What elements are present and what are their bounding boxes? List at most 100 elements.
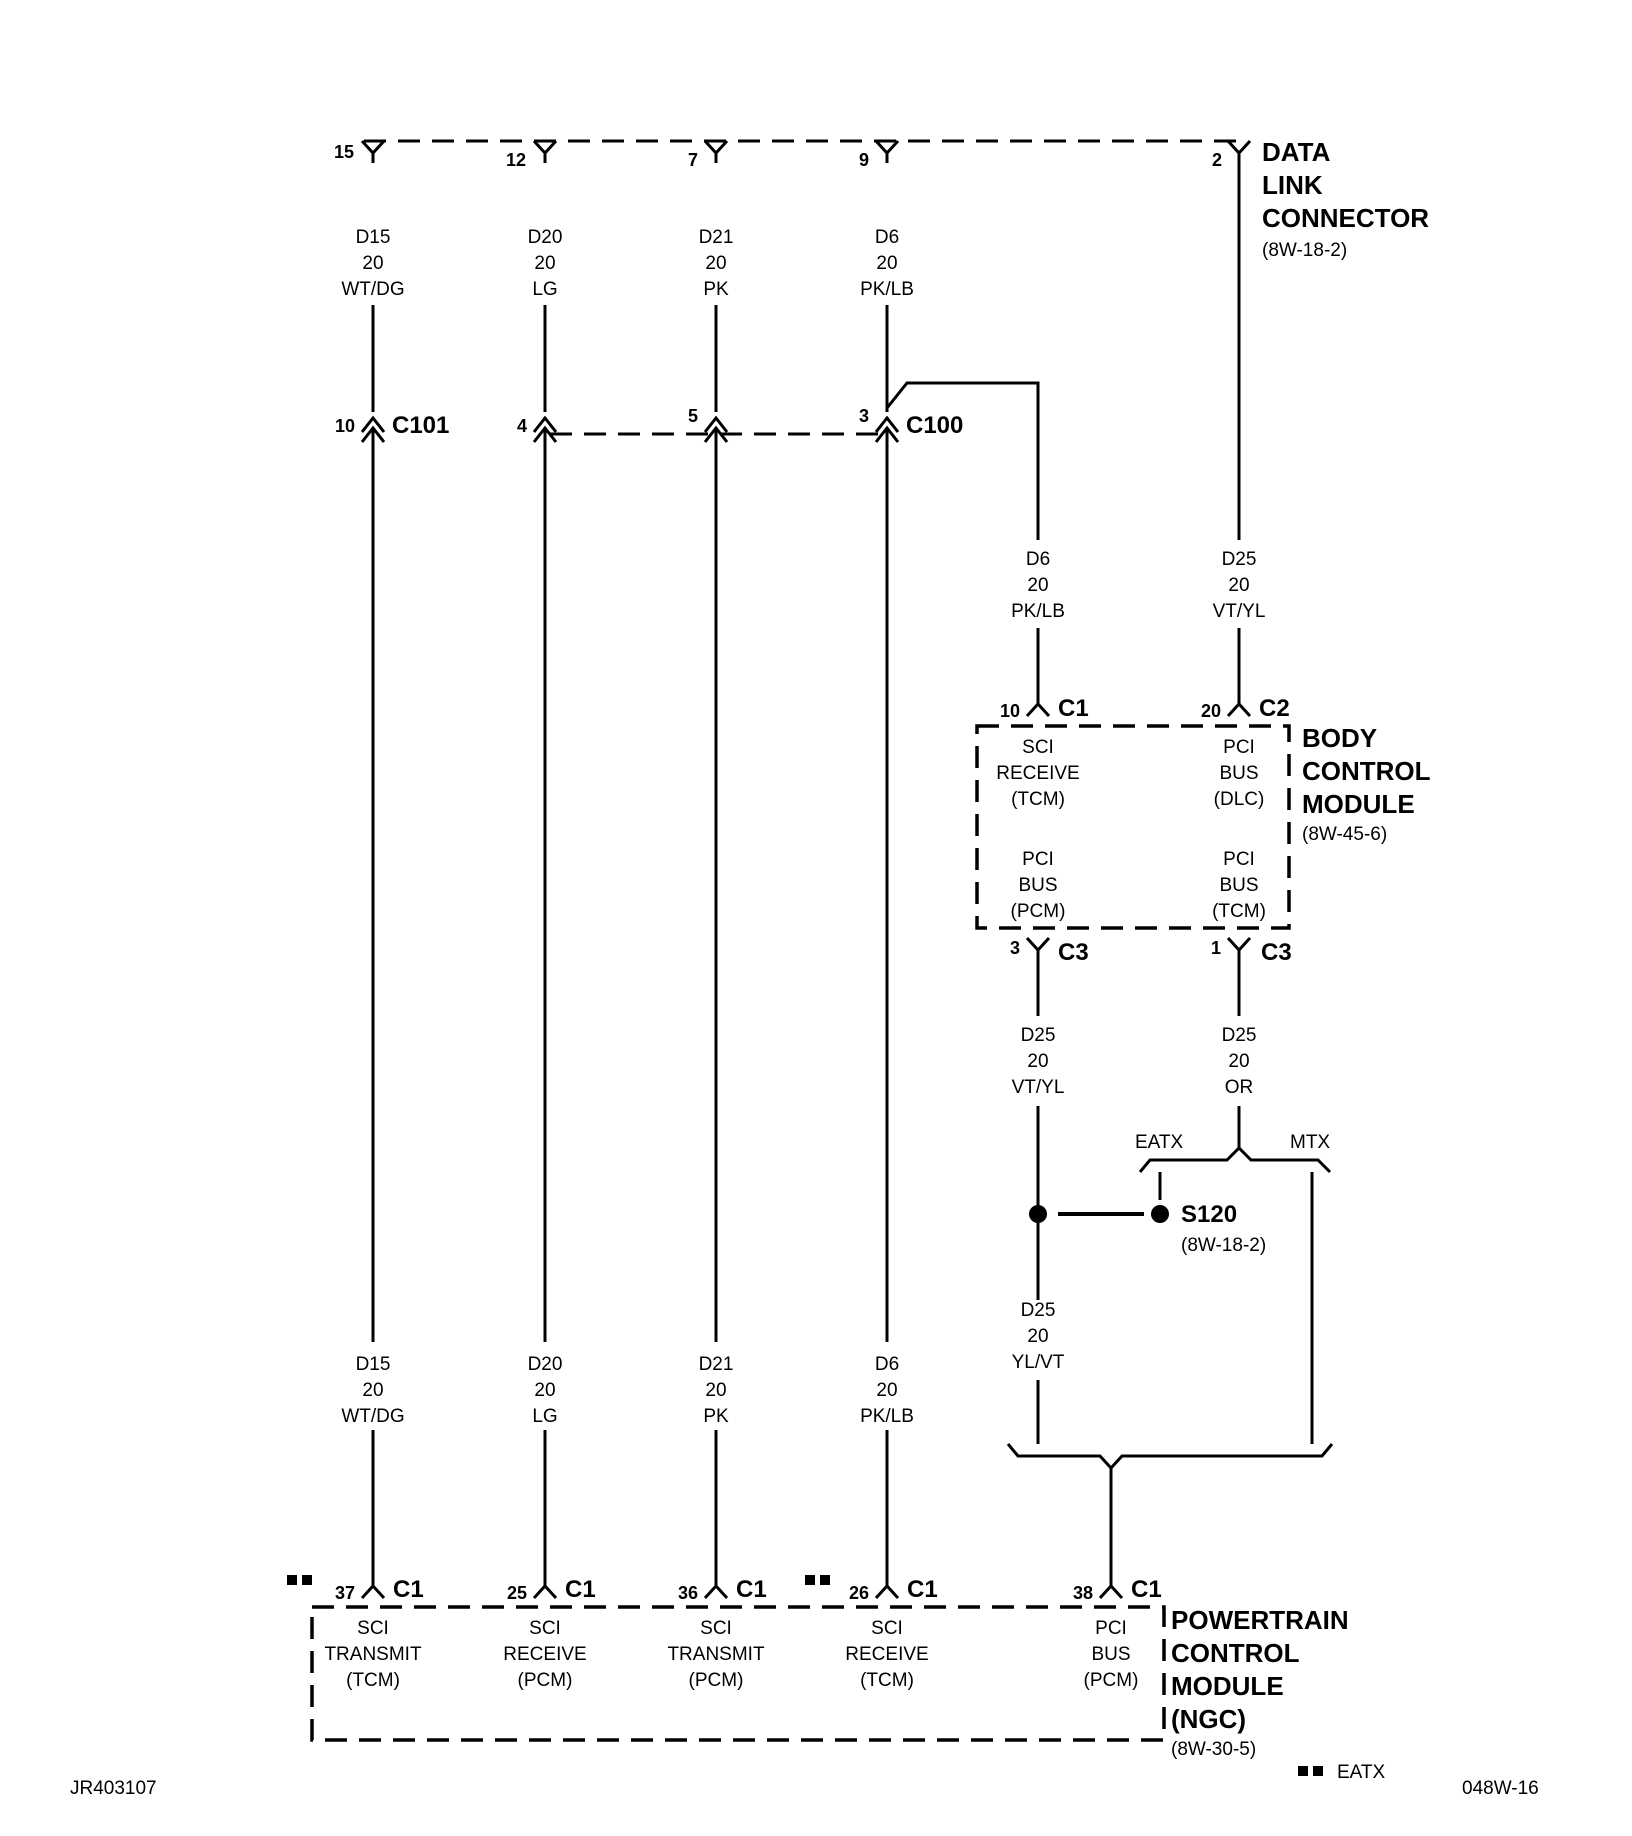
wire-label-circuit: D21 [699, 227, 734, 248]
bcm-terminal-top-right [1226, 701, 1252, 718]
bottom-wire-labels: D15 20 WT/DG D20 20 LG D21 20 PK D6 20 P… [341, 1354, 914, 1427]
pcm-func-text: PCI [1095, 1618, 1127, 1639]
pcm-box [310, 1605, 1166, 1742]
pcm-terminal-25 [532, 1583, 558, 1600]
dlc-pin-9: 9 [859, 150, 869, 170]
figure-id-right: 048W-16 [1462, 1778, 1539, 1799]
bcm-terminal-bottom-left [1025, 936, 1051, 962]
eatx-marker [287, 1575, 297, 1585]
wire-label-gauge: 20 [1027, 1326, 1048, 1347]
wire-label-circuit: D6 [1026, 549, 1050, 570]
pcm-terminal-36 [703, 1583, 729, 1600]
wire-label-circuit: D25 [1222, 549, 1257, 570]
bcm-func-text: (TCM) [1212, 901, 1266, 922]
option-mtx-label: MTX [1290, 1132, 1330, 1153]
bcm-func-text: PCI [1022, 849, 1054, 870]
bcm-title-3: MODULE [1302, 789, 1415, 819]
splice-name: S120 [1181, 1201, 1237, 1228]
splice-ref: (8W-18-2) [1181, 1235, 1266, 1256]
data-link-connector: 15 12 7 9 2 DATA LINK CONNECTOR (8W-18-2… [334, 137, 1429, 261]
wire-label-circuit: D15 [356, 227, 391, 248]
bcm-pin-10: 10 [1000, 701, 1020, 721]
c100-pin-3: 3 [859, 406, 869, 426]
pcm-func-text: SCI [357, 1618, 389, 1639]
pcm-terminal-38 [1098, 1583, 1124, 1600]
wire-label-color: LG [532, 1406, 557, 1427]
wire-label-gauge: 20 [534, 253, 555, 274]
splice-node-left [1029, 1205, 1047, 1223]
pcm-func-text: BUS [1091, 1644, 1130, 1665]
bcm-box [975, 724, 1291, 930]
wire-label-gauge: 20 [876, 253, 897, 274]
top-wire-labels: D15 20 WT/DG D20 20 LG D21 20 PK D6 20 P… [341, 227, 914, 300]
wire-label-color: PK [703, 1406, 729, 1427]
dlc-title-3: CONNECTOR [1262, 203, 1429, 233]
c100-pin-5: 5 [688, 406, 698, 426]
bcm-func-text: BUS [1219, 875, 1258, 896]
pcm-pin-37: 37 [335, 1583, 355, 1603]
pcm-func-text: RECEIVE [503, 1644, 586, 1665]
pcm-conn-c1: C1 [736, 1576, 767, 1603]
body-control-module: 10 C1 20 C2 SCI RECEIVE (TCM) PCI BUS (D… [975, 695, 1431, 966]
bcm-ref: (8W-45-6) [1302, 824, 1387, 845]
bcm-terminal-top-left [1025, 701, 1051, 718]
bcm-func-text: (DLC) [1214, 789, 1265, 810]
lower-wires [371, 428, 889, 1586]
dlc-terminal-15 [360, 139, 386, 163]
bcm-pin-3: 3 [1010, 938, 1020, 958]
merge-bracket [1006, 1443, 1334, 1471]
bcm-terminal-bottom-right [1226, 936, 1252, 962]
pcm-conn-c1: C1 [907, 1576, 938, 1603]
bcm-conn-c3: C3 [1261, 939, 1292, 966]
pcm-func-text: SCI [700, 1618, 732, 1639]
bcm-conn-c2: C2 [1259, 695, 1290, 722]
pcm-terminal-26 [874, 1583, 900, 1600]
bcm-conn-c1: C1 [1058, 695, 1089, 722]
wire-d6-branch [885, 381, 1040, 540]
pcm-func-text: (TCM) [860, 1670, 914, 1691]
dlc-terminal-2 [1226, 139, 1252, 163]
c100-name: C100 [906, 412, 963, 439]
wire-label-color: VT/YL [1012, 1077, 1065, 1098]
wire-label-color: WT/DG [341, 1406, 404, 1427]
wire-label-gauge: 20 [362, 1380, 383, 1401]
bcm-pin-1: 1 [1211, 938, 1221, 958]
wire-label-gauge: 20 [1228, 575, 1249, 596]
wire-label-color: PK/LB [860, 279, 914, 300]
wire-label-gauge: 20 [705, 1380, 726, 1401]
pcm-func-text: (PCM) [689, 1670, 744, 1691]
wire-label-color: LG [532, 279, 557, 300]
bcm-pin-20: 20 [1201, 701, 1221, 721]
wire-label-circuit: D6 [875, 1354, 899, 1375]
wire-label-circuit: D25 [1021, 1025, 1056, 1046]
wire-label-circuit: D25 [1222, 1025, 1257, 1046]
pcm-func-text: (TCM) [346, 1670, 400, 1691]
dlc-terminal-7 [703, 139, 729, 163]
eatx-marker [820, 1575, 830, 1585]
dlc-pin-15: 15 [334, 142, 354, 162]
pcm-ref: (8W-30-5) [1171, 1739, 1256, 1760]
pcm-title-2: CONTROL [1171, 1638, 1300, 1668]
wire-label-circuit: D15 [356, 1354, 391, 1375]
option-bracket [1138, 1145, 1332, 1174]
bcm-func-text: (TCM) [1011, 789, 1065, 810]
bcm-conn-c3: C3 [1058, 939, 1089, 966]
pcm-pin-38: 38 [1073, 1583, 1093, 1603]
bcm-input-labels: D6 20 PK/LB D25 20 VT/YL [1011, 549, 1265, 706]
c101-name: C101 [392, 412, 449, 439]
c101-pin: 10 [335, 416, 355, 436]
legend: EATX [1298, 1762, 1386, 1783]
pcm-title-3: MODULE [1171, 1671, 1284, 1701]
dlc-pin-7: 7 [688, 150, 698, 170]
legend-marker [1298, 1766, 1308, 1776]
pcm-func-text: (PCM) [518, 1670, 573, 1691]
wire-label-gauge: 20 [362, 253, 383, 274]
figure-id-left: JR403107 [70, 1778, 157, 1799]
wire-label-color: WT/DG [341, 279, 404, 300]
wire-label-color: VT/YL [1213, 601, 1266, 622]
option-eatx-label: EATX [1135, 1132, 1184, 1153]
pcm-func-text: SCI [871, 1618, 903, 1639]
pcm-pin-36: 36 [678, 1583, 698, 1603]
wire-label-gauge: 20 [534, 1380, 555, 1401]
